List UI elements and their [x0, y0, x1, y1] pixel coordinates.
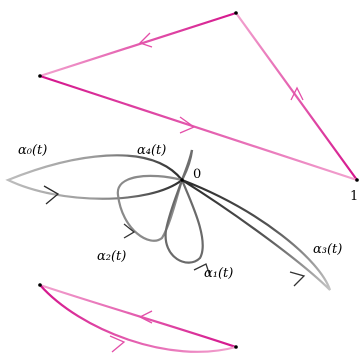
bottom-lens-lower-edge	[39, 284, 237, 353]
arrow-left-edge	[138, 32, 153, 48]
origin-point	[180, 178, 184, 182]
bottom-right-point	[234, 345, 238, 349]
bottom-lens	[38, 283, 238, 353]
top-triangle	[38, 11, 359, 182]
arrow-bottom-edge	[179, 116, 196, 134]
curve-alpha1	[164, 179, 204, 264]
loop-curves	[5, 149, 332, 291]
curve-alpha4	[180, 149, 194, 181]
top-triangle-left-edge	[39, 11, 237, 78]
vertex-left-point	[38, 74, 42, 78]
vertex-one-point	[355, 178, 359, 182]
arrow-bottom-upper	[138, 310, 153, 324]
bottom-lens-upper-edge	[39, 283, 237, 349]
label-alpha2: α₂(t)	[97, 249, 126, 264]
top-triangle-right-edge	[235, 12, 358, 181]
top-triangle-bottom-edge	[39, 74, 358, 182]
arrow-bottom-lower	[109, 335, 126, 353]
arrow-alpha1	[193, 263, 211, 277]
arrow-alpha2	[123, 223, 136, 239]
label-one: 1	[350, 189, 358, 204]
vertex-top-point	[234, 11, 238, 15]
label-origin: 0	[193, 167, 201, 182]
label-alpha4: α₄(t)	[137, 143, 166, 158]
arrow-alpha0	[43, 185, 60, 205]
curve-alpha2	[116, 174, 184, 242]
arrow-alpha3	[289, 271, 306, 287]
curve-alpha0	[5, 154, 183, 200]
label-alpha0: α₀(t)	[18, 143, 47, 158]
label-alpha3: α₃(t)	[313, 242, 342, 257]
arrow-right-edge	[290, 86, 304, 101]
curve-alpha3	[181, 178, 332, 291]
bottom-left-point	[38, 283, 42, 287]
label-alpha1: α₁(t)	[204, 266, 233, 281]
